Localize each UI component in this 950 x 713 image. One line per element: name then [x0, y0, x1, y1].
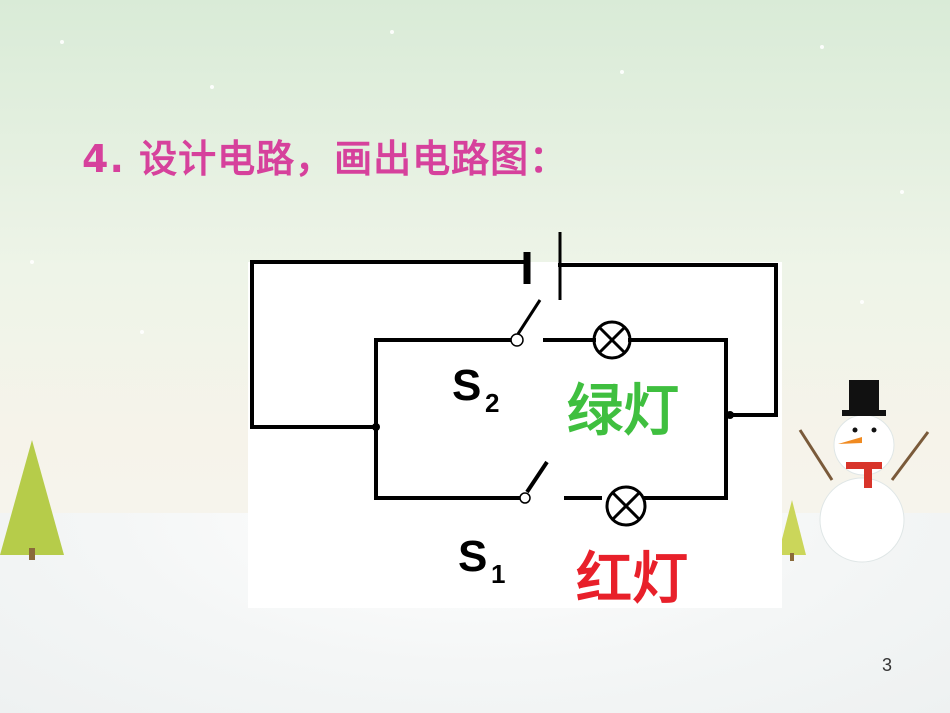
- page-number: 3: [881, 655, 892, 675]
- snowflake-decoration: [140, 330, 144, 334]
- tree-small-icon: [778, 500, 806, 561]
- tree-left-icon: [0, 440, 64, 560]
- snowman-icon: [798, 380, 930, 563]
- snowflake-decoration: [390, 30, 394, 34]
- lamp-lower-label: 红灯: [576, 547, 688, 612]
- snowflake-decoration: [620, 70, 624, 74]
- wire-left-loop: [250, 260, 529, 429]
- switch-s2-icon: [510, 299, 542, 347]
- circuit-diagram-panel: [248, 262, 782, 608]
- switch-s1-label: S: [458, 532, 487, 581]
- snowflake-decoration: [30, 260, 34, 264]
- junction-dot-right: [726, 411, 734, 419]
- switch-s2-label: S: [452, 361, 481, 410]
- switch-s1-icon: [519, 460, 549, 504]
- snowflake-decoration: [60, 40, 64, 44]
- lamp-upper-icon: [592, 320, 632, 360]
- lamp-upper-label: 绿灯: [567, 379, 679, 444]
- snowflake-decoration: [210, 85, 214, 89]
- switch-s2-subscript: 2: [485, 388, 499, 418]
- snowflake-decoration: [860, 300, 864, 304]
- snowflake-decoration: [820, 45, 824, 49]
- switch-s1-subscript: 1: [491, 559, 505, 589]
- snowflake-decoration: [900, 190, 904, 194]
- slide-title: 4. 设计电路，画出电路图：: [82, 137, 569, 181]
- wire-right-loop: [558, 263, 778, 417]
- lamp-lower-icon: [605, 485, 647, 527]
- junction-dot-left: [372, 423, 380, 431]
